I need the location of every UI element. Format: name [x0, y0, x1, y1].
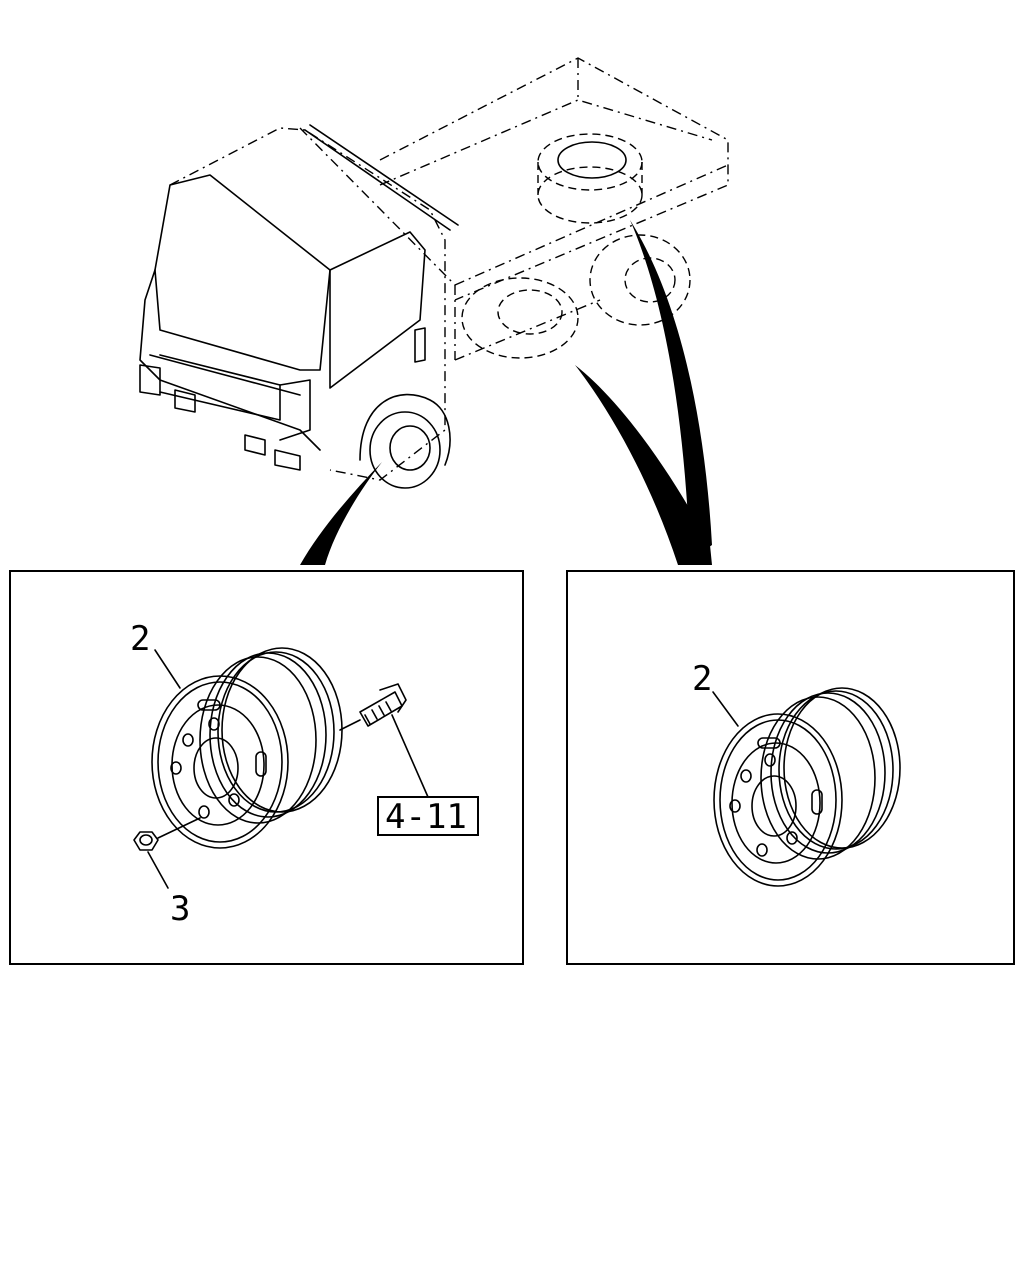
- callout-nut: 3: [170, 889, 190, 929]
- wheel-nut: [133, 817, 201, 851]
- pointer-front: [300, 462, 382, 565]
- pointer-rear-1: [575, 365, 712, 565]
- leader-nut: [147, 851, 169, 889]
- leader-bolt: [391, 714, 429, 798]
- front-wheel: [359, 393, 451, 489]
- leader-wheel-left: [154, 649, 181, 689]
- ref-box: [377, 796, 479, 836]
- disc-wheel-right: [713, 687, 901, 887]
- pointer-rear-2: [630, 220, 712, 560]
- spare-tire: [537, 133, 643, 224]
- hub-bolt: [339, 683, 407, 731]
- front-wheel-panel: 2 3 4-11: [9, 570, 524, 965]
- rear-spare-wheel-panel: 2: [566, 570, 1015, 965]
- callout-wheel-left: 2: [130, 619, 150, 659]
- callout-bolt-ref: 4-11: [385, 797, 467, 837]
- callout-wheel-right: 2: [692, 659, 712, 699]
- cargo-bed: [299, 57, 729, 361]
- truck-cab: [139, 124, 459, 481]
- disc-wheel-left: [151, 647, 343, 849]
- leader-wheel-right: [712, 691, 739, 727]
- truck-illustration: [139, 57, 729, 565]
- rear-wheels: [461, 234, 691, 359]
